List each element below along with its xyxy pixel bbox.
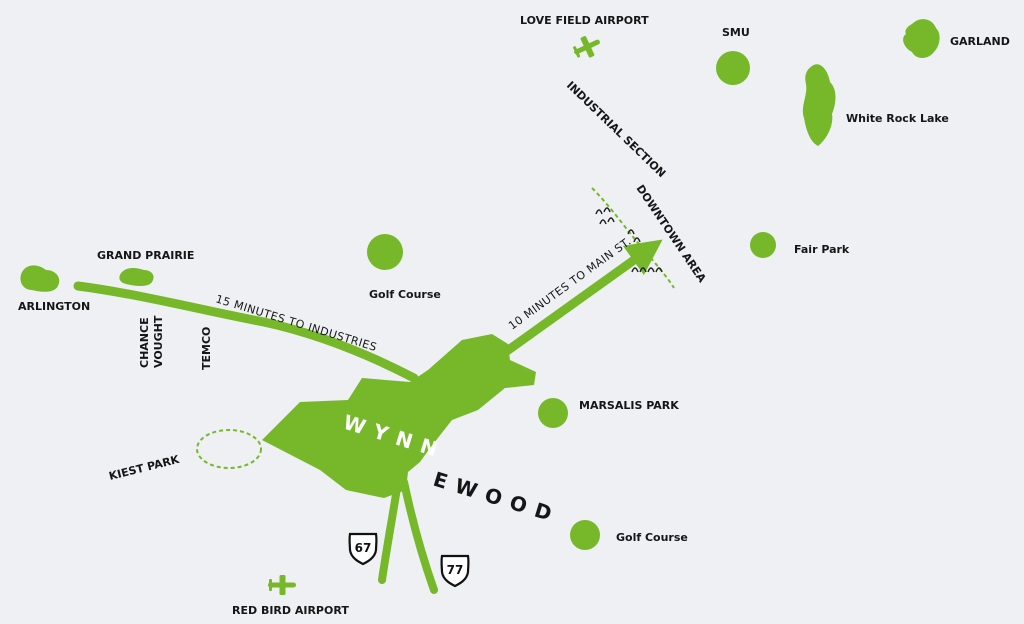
love-field-airport-label: LOVE FIELD AIRPORT bbox=[520, 14, 649, 27]
us-highway-shield-icon[interactable]: 77 bbox=[440, 554, 470, 588]
downtown-bridge-marks-lower bbox=[631, 267, 663, 273]
chance-label: CHANCE bbox=[138, 317, 151, 368]
red-bird-airport-label: RED BIRD AIRPORT bbox=[232, 604, 349, 617]
road-to-main-st bbox=[497, 239, 663, 360]
white-rock-lake-label: White Rock Lake bbox=[846, 112, 949, 125]
golf-course-north-label: Golf Course bbox=[369, 288, 441, 301]
arlington-label: ARLINGTON bbox=[18, 300, 90, 313]
fair-park-marker[interactable] bbox=[750, 232, 776, 258]
highway-67-road bbox=[378, 478, 402, 584]
fair-park-label: Fair Park bbox=[794, 243, 850, 256]
industrial-section-label: INDUSTRIAL SECTION bbox=[564, 79, 668, 180]
garland-blob[interactable] bbox=[903, 19, 940, 58]
route-main-st-text: 10 MINUTES TO MAIN ST. bbox=[506, 235, 634, 333]
arlington-blob[interactable] bbox=[20, 265, 60, 292]
downtown-bridge-marks-upper bbox=[595, 207, 641, 243]
highway-77-road bbox=[400, 478, 438, 594]
smu-marker[interactable] bbox=[716, 51, 750, 85]
airplane-icon bbox=[573, 36, 600, 58]
smu-label: SMU bbox=[722, 26, 750, 39]
downtown-boundary-line bbox=[591, 187, 675, 289]
kiest-park-label: KIEST PARK bbox=[108, 453, 181, 483]
grand-prairie-label: GRAND PRAIRIE bbox=[97, 249, 194, 262]
road-to-industries bbox=[73, 281, 419, 383]
wynnewood-area[interactable] bbox=[262, 334, 536, 498]
kiest-park-outline[interactable] bbox=[196, 429, 262, 469]
us-highway-shield-icon[interactable]: 67 bbox=[348, 532, 378, 566]
white-rock-lake-blob[interactable] bbox=[802, 64, 836, 146]
highway-77-number: 77 bbox=[447, 563, 464, 577]
marsalis-park-label: MARSALIS PARK bbox=[579, 399, 679, 412]
wynnewood-title-part2: EWOOD bbox=[431, 467, 564, 528]
golf-course-marker-north[interactable] bbox=[367, 234, 403, 270]
grand-prairie-blob[interactable] bbox=[119, 268, 154, 286]
marsalis-park-marker[interactable] bbox=[538, 398, 568, 428]
vought-label: VOUGHT bbox=[152, 315, 165, 368]
airplane-icon bbox=[268, 575, 296, 595]
highway-67-number: 67 bbox=[355, 541, 372, 555]
golf-course-marker-south[interactable] bbox=[570, 520, 600, 550]
golf-course-south-label: Golf Course bbox=[616, 531, 688, 544]
route-industries-text: 15 MINUTES TO INDUSTRIES bbox=[214, 292, 379, 354]
garland-label: GARLAND bbox=[950, 35, 1010, 48]
temco-label: TEMCO bbox=[200, 327, 213, 370]
